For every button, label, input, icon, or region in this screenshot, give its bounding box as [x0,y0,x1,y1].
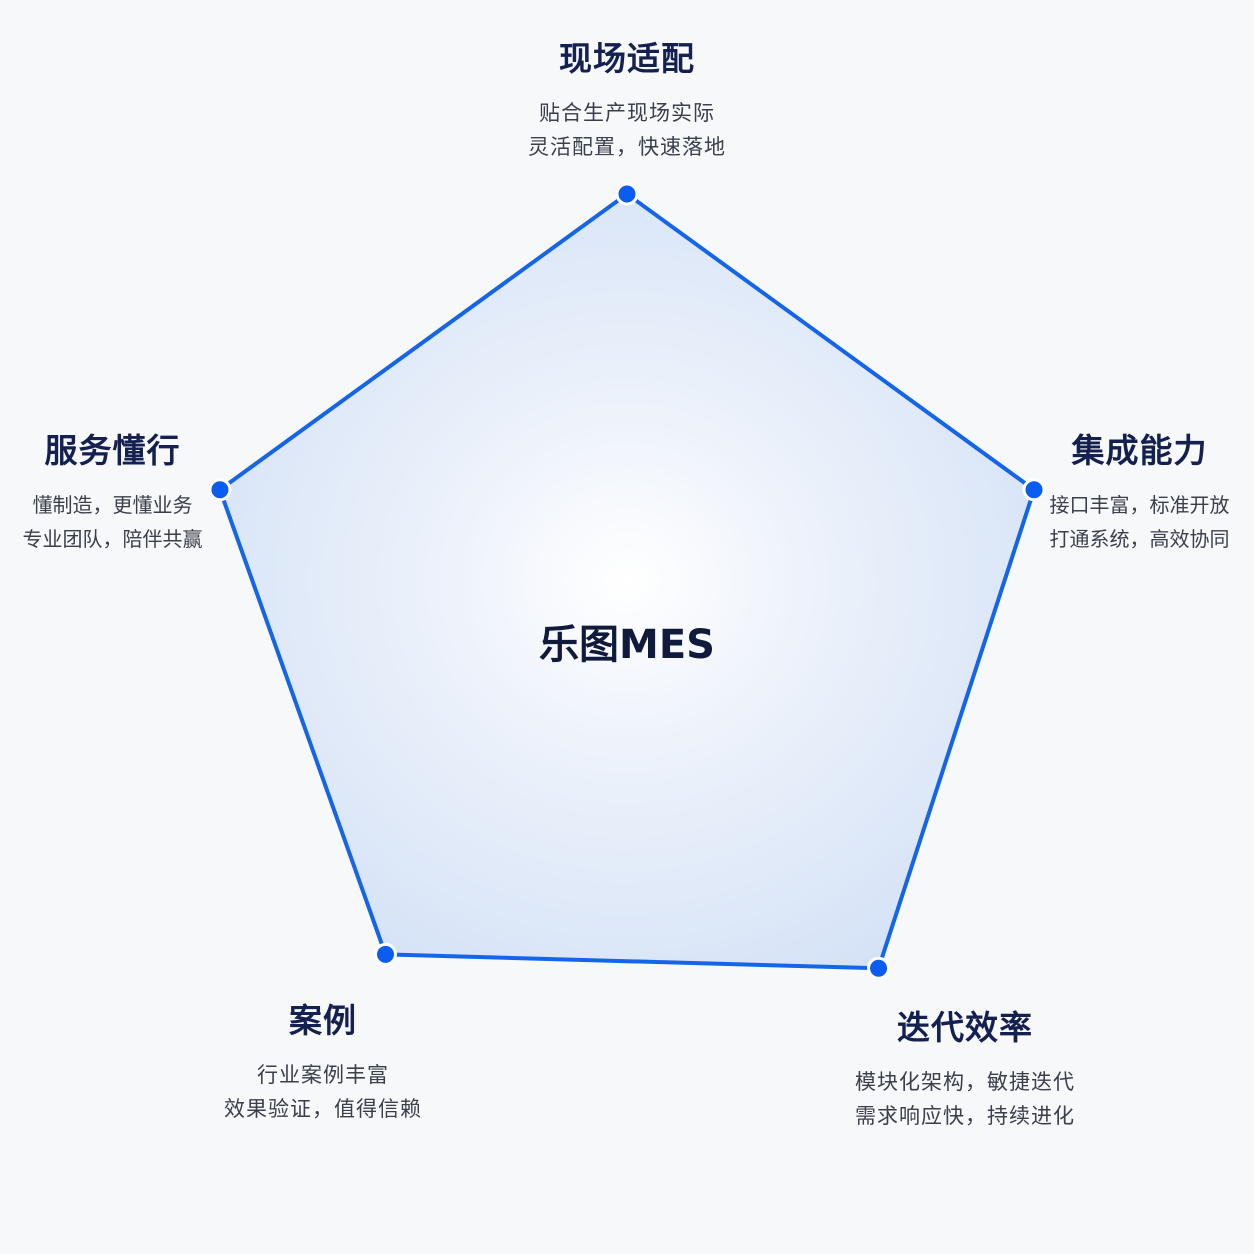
axis-desc-line: 接口丰富，标准开放 [1049,493,1230,517]
radar-area [217,192,1037,971]
axis-desc-line: 打通系统，高效协同 [1049,527,1230,551]
radar-outline [217,192,1037,971]
axis-title: 现场适配 [559,39,695,78]
radar-point [867,956,891,980]
axis-label-4: 服务懂行 懂制造，更懂业务 专业团队，陪伴共赢 [0,432,225,556]
axis-desc-line: 模块化架构，敏捷迭代 [855,1070,1075,1094]
radar-point [208,478,232,502]
axis-title: 集成能力 [1071,431,1208,470]
radar-point [1022,478,1046,502]
axis-label-0: 现场适配 贴合生产现场实际 灵活配置，快速落地 [477,40,777,164]
axis-title: 迭代效率 [897,1008,1033,1047]
radar-points [208,182,1046,980]
axis-label-1: 集成能力 接口丰富，标准开放 打通系统，高效协同 [1025,432,1254,556]
axis-desc-line: 专业团队，陪伴共赢 [22,527,203,551]
axis-desc-line: 行业案例丰富 [257,1063,389,1087]
axis-desc-line: 灵活配置，快速落地 [528,135,726,159]
axis-label-3: 案例 行业案例丰富 效果验证，值得信赖 [198,1002,448,1126]
axis-label-2: 迭代效率 模块化架构，敏捷迭代 需求响应快，持续进化 [835,1009,1095,1133]
axis-title: 服务懂行 [44,431,181,470]
radar-point [373,942,397,966]
axis-title: 案例 [289,1001,357,1040]
axis-desc-line: 效果验证，值得信赖 [224,1097,422,1121]
axis-desc-line: 需求响应快，持续进化 [855,1104,1075,1128]
center-label: 乐图MES [539,622,715,668]
axis-desc-line: 贴合生产现场实际 [539,101,715,125]
axis-desc-line: 懂制造，更懂业务 [32,493,193,517]
radar-point [615,182,639,206]
radar-fill [219,194,1035,969]
